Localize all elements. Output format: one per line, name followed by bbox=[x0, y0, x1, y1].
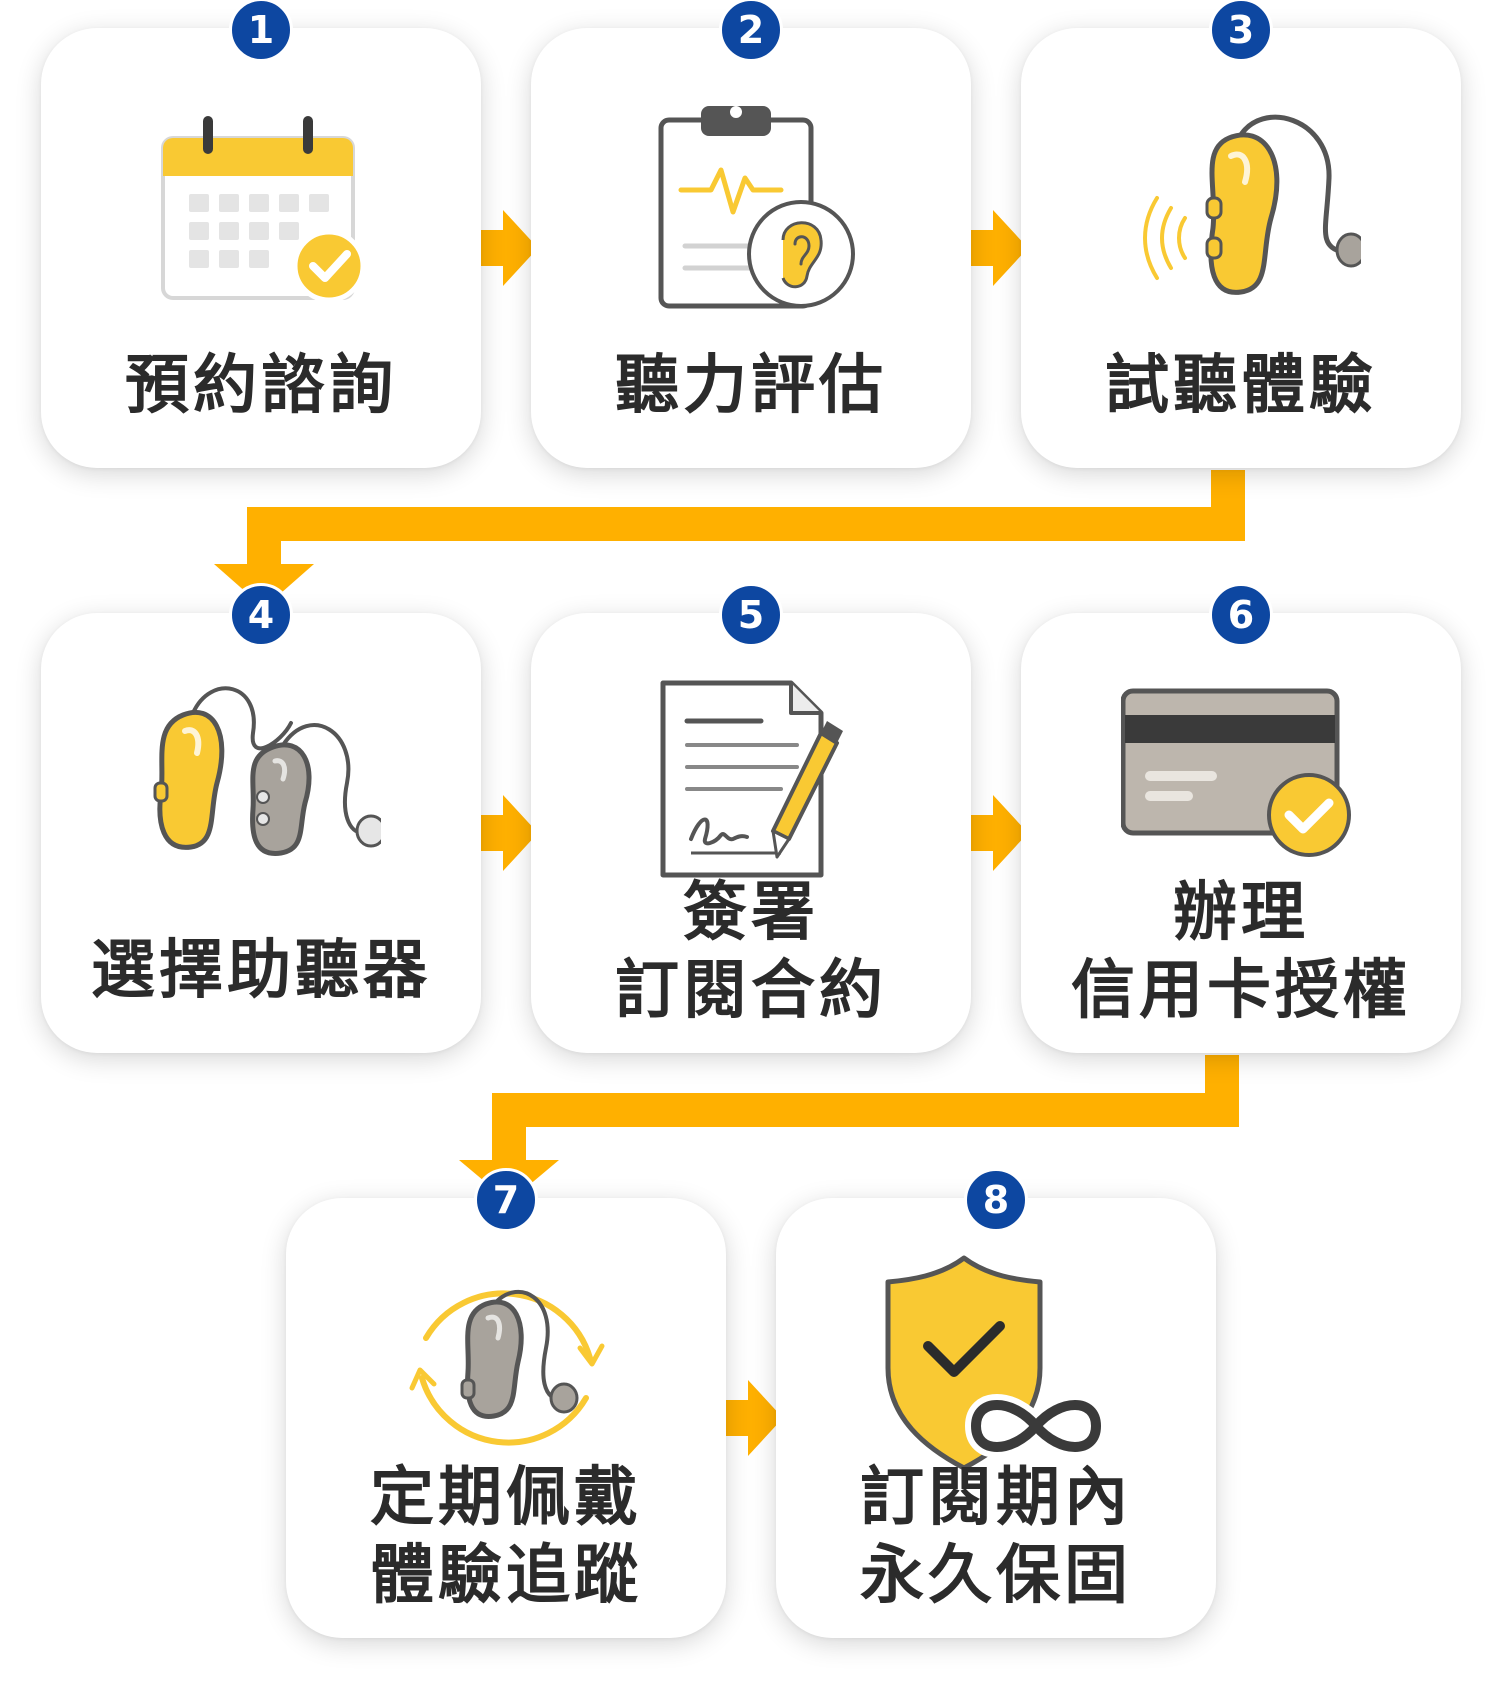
step-label-line: 訂閱合約 bbox=[615, 954, 887, 1028]
step-label-line: 定期佩戴 bbox=[370, 1460, 642, 1535]
step-card-8: 8 訂閱期內 永久保固 bbox=[776, 1168, 1216, 1638]
step-label-line: 永久保固 bbox=[860, 1539, 1132, 1613]
hearing-aid-cycle-icon bbox=[409, 1290, 605, 1446]
step-label: 辦理 信用卡授權 bbox=[1041, 871, 1441, 1033]
step-number-badge: 5 bbox=[719, 583, 783, 647]
step-card-1: 1 預約諮詢 bbox=[41, 0, 481, 468]
calendar-check-icon bbox=[161, 116, 366, 303]
hearing-aid-sound-icon bbox=[1143, 114, 1361, 295]
elbow-arrow-3-to-4 bbox=[247, 470, 1245, 568]
step-label: 聽力評估 bbox=[551, 328, 951, 444]
step-card-4: 4 選擇助聽器 bbox=[41, 583, 481, 1053]
arrow-1-to-2 bbox=[458, 210, 538, 286]
step-card-3: 3 試聽體驗 bbox=[1021, 0, 1461, 468]
elbow-arrow-6-to-7 bbox=[492, 1055, 1239, 1160]
step-number-badge: 4 bbox=[229, 583, 293, 647]
step-label: 預約諮詢 bbox=[61, 328, 461, 444]
step-number-badge: 7 bbox=[474, 1168, 538, 1232]
step-label-line: 簽署 bbox=[683, 875, 819, 950]
step-number-badge: 2 bbox=[719, 0, 783, 62]
step-label-line: 訂閱期內 bbox=[860, 1460, 1132, 1535]
step-card-7: 7 定期佩戴 體驗追蹤 bbox=[286, 1168, 726, 1638]
shield-infinity-icon bbox=[885, 1255, 1107, 1471]
arrow-7-to-8 bbox=[703, 1380, 783, 1456]
step-label: 試聽體驗 bbox=[1041, 328, 1441, 444]
step-label-line: 聽力評估 bbox=[615, 348, 887, 423]
clipboard-ear-icon bbox=[658, 106, 855, 309]
step-number-badge: 8 bbox=[964, 1168, 1028, 1232]
contract-pen-icon bbox=[660, 680, 843, 878]
step-label: 選擇助聽器 bbox=[61, 913, 461, 1029]
step-card-2: 2 聽力評估 bbox=[531, 0, 971, 468]
step-label-line: 試聽體驗 bbox=[1105, 348, 1377, 423]
credit-card-check-icon bbox=[1121, 688, 1351, 857]
arrow-4-to-5 bbox=[458, 795, 538, 871]
arrow-2-to-3 bbox=[948, 210, 1028, 286]
step-label-line: 辦理 bbox=[1173, 875, 1309, 950]
step-card-6: 6 辦理 信用卡授權 bbox=[1021, 583, 1461, 1053]
step-label: 訂閱期內 永久保固 bbox=[796, 1456, 1196, 1618]
step-label: 簽署 訂閱合約 bbox=[551, 871, 951, 1033]
two-hearing-aids-icon bbox=[153, 686, 381, 856]
step-label-line: 預約諮詢 bbox=[125, 348, 397, 423]
step-number-badge: 3 bbox=[1209, 0, 1273, 62]
step-number-badge: 6 bbox=[1209, 583, 1273, 647]
step-label-line: 信用卡授權 bbox=[1071, 954, 1411, 1028]
step-label: 定期佩戴 體驗追蹤 bbox=[306, 1456, 706, 1618]
arrow-5-to-6 bbox=[948, 795, 1028, 871]
step-card-5: 5 簽署 訂閱合約 bbox=[531, 583, 971, 1053]
step-number-badge: 1 bbox=[229, 0, 293, 62]
step-label-line: 選擇助聽器 bbox=[91, 933, 431, 1008]
step-label-line: 體驗追蹤 bbox=[370, 1539, 642, 1613]
